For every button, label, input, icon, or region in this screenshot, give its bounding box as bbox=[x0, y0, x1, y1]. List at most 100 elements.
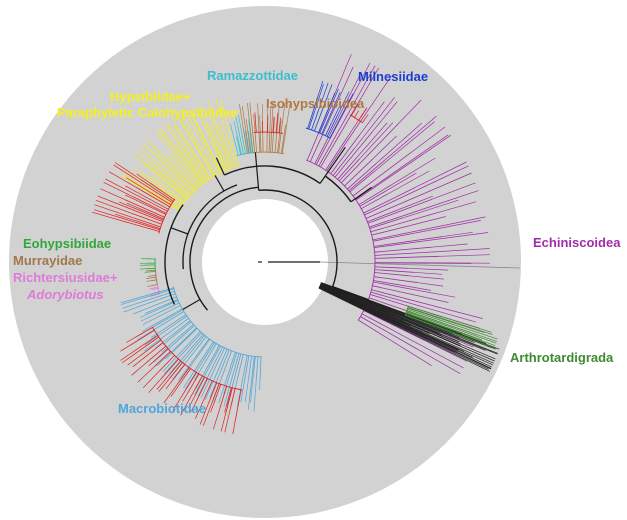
tip-branch bbox=[415, 220, 481, 234]
branch bbox=[212, 383, 220, 401]
tip-branch bbox=[327, 92, 336, 110]
tip-branch bbox=[150, 161, 173, 181]
tip-branch bbox=[424, 323, 475, 343]
branch bbox=[180, 169, 198, 189]
tip-branch bbox=[146, 280, 152, 282]
tip-branch bbox=[365, 114, 369, 119]
branch bbox=[183, 368, 191, 379]
tip-branch bbox=[137, 366, 155, 383]
branch bbox=[314, 104, 325, 132]
tip-branch bbox=[125, 194, 139, 202]
tip-branch bbox=[208, 101, 216, 120]
branch bbox=[137, 183, 181, 210]
branch bbox=[255, 124, 257, 133]
branch bbox=[362, 117, 367, 123]
tip-branch bbox=[442, 307, 483, 319]
tip-branch bbox=[172, 349, 197, 380]
tip-branch bbox=[144, 338, 161, 352]
branch bbox=[209, 138, 225, 171]
tip-branch bbox=[248, 118, 252, 141]
tip-branch bbox=[143, 161, 170, 184]
branch bbox=[152, 158, 192, 195]
tip-branch bbox=[441, 316, 492, 333]
branch bbox=[320, 284, 446, 339]
clade-isohypsibioidea-4 bbox=[239, 101, 291, 155]
branch bbox=[248, 120, 254, 153]
tip-branch bbox=[424, 340, 468, 362]
branch bbox=[150, 275, 156, 277]
branch bbox=[367, 198, 433, 224]
branch bbox=[170, 150, 201, 186]
tip-branch bbox=[257, 103, 259, 116]
tip-branch bbox=[114, 162, 141, 180]
clade-macrobiotidae-11 bbox=[120, 286, 262, 412]
branch bbox=[372, 285, 426, 298]
tip-branch bbox=[418, 282, 444, 287]
branch bbox=[260, 137, 262, 153]
tip-branch bbox=[210, 403, 215, 413]
label-echiniscoidea: Echiniscoidea bbox=[533, 235, 621, 250]
tip-branch bbox=[125, 185, 146, 198]
tip-branch bbox=[244, 377, 250, 402]
branch bbox=[367, 209, 398, 223]
tip-branch bbox=[445, 319, 493, 335]
branch bbox=[174, 315, 188, 325]
branch bbox=[205, 345, 220, 371]
branch bbox=[250, 139, 253, 153]
tip-branch bbox=[457, 323, 485, 334]
tip-branch bbox=[135, 151, 158, 170]
branch bbox=[116, 216, 160, 231]
branch bbox=[146, 186, 173, 203]
tip-branch bbox=[146, 277, 151, 279]
tip-branch bbox=[179, 120, 196, 146]
branch bbox=[246, 139, 249, 154]
branch bbox=[249, 356, 255, 397]
tip-branch bbox=[148, 356, 159, 367]
branch bbox=[348, 159, 386, 192]
branch bbox=[405, 314, 473, 340]
backbone-arc bbox=[182, 184, 238, 270]
branch bbox=[194, 377, 206, 397]
tip-branch bbox=[144, 324, 175, 346]
tip-branch bbox=[397, 195, 433, 211]
tip-branch bbox=[94, 204, 135, 219]
branch bbox=[214, 127, 231, 169]
tip-branch bbox=[199, 403, 209, 425]
branch bbox=[373, 280, 409, 287]
branch bbox=[137, 326, 153, 337]
tip-branch bbox=[253, 380, 257, 412]
branch bbox=[278, 125, 281, 133]
tip-branch bbox=[387, 172, 417, 191]
branch bbox=[281, 122, 288, 154]
branch bbox=[204, 343, 217, 364]
branch bbox=[150, 276, 157, 279]
tip-branch bbox=[442, 322, 497, 342]
tip-branch bbox=[223, 392, 229, 407]
backbone-arc bbox=[189, 186, 259, 311]
branch bbox=[140, 179, 174, 202]
tip-branch bbox=[398, 99, 422, 124]
branch bbox=[182, 372, 197, 395]
branch bbox=[185, 328, 198, 341]
branch bbox=[146, 267, 156, 270]
tip-branch bbox=[436, 165, 469, 182]
tip-branch bbox=[403, 335, 464, 369]
tip-branch bbox=[136, 173, 151, 184]
clade-highlight-14 bbox=[253, 112, 284, 134]
tip-branch bbox=[355, 104, 359, 109]
tip-branch bbox=[148, 378, 161, 393]
branch bbox=[341, 123, 399, 184]
tip-branch bbox=[359, 122, 394, 159]
branch bbox=[229, 134, 239, 166]
backbone-arc bbox=[164, 204, 184, 305]
tip-branch bbox=[362, 107, 368, 114]
branch bbox=[374, 251, 443, 256]
tip-branch bbox=[413, 271, 443, 275]
label-isohypsibioidea: Isohypsibioidea bbox=[266, 96, 365, 111]
backbone-spoke bbox=[332, 286, 369, 301]
branch bbox=[272, 122, 274, 133]
branch bbox=[248, 139, 251, 153]
tip-branch bbox=[139, 147, 153, 160]
branch bbox=[180, 332, 202, 356]
tip-branch bbox=[402, 199, 459, 219]
